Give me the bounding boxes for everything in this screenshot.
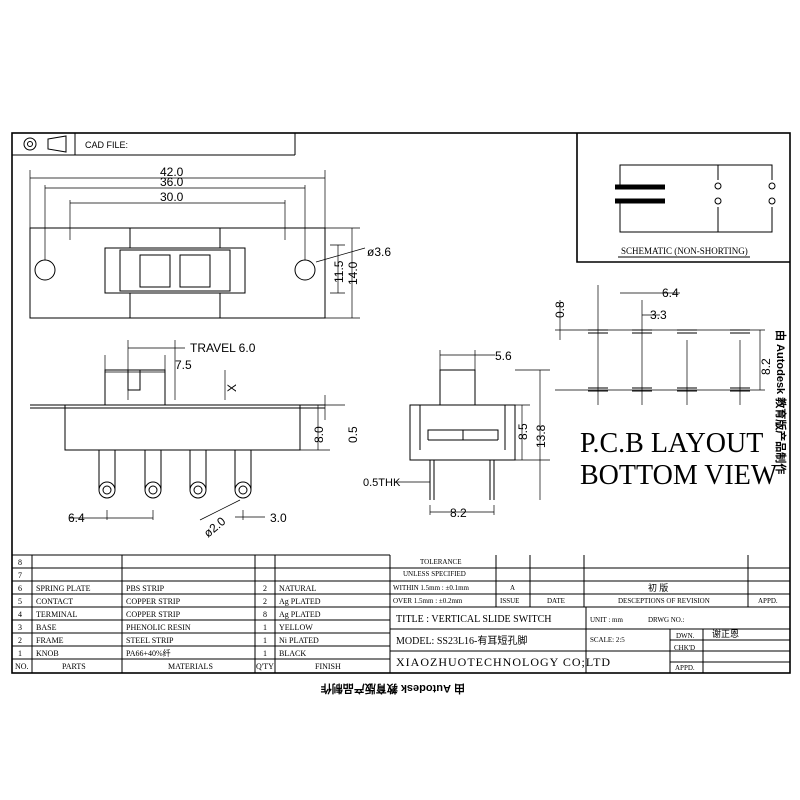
header-no: NO.	[15, 662, 29, 671]
issue-value: A	[510, 584, 515, 592]
part-name: BASE	[36, 623, 57, 632]
bottom-view-title: BOTTOM VIEW	[580, 460, 778, 491]
appd2-label: APPD.	[675, 664, 695, 672]
unit-label: UNIT : mm	[590, 616, 623, 624]
dwn-label: DWN.	[676, 632, 695, 640]
part-finish: YELLOW	[279, 623, 313, 632]
dim-0-5: 0.5	[346, 426, 360, 443]
company-name: XIAOZHUOTECHNOLOGY CO;LTD	[396, 655, 611, 669]
part-finish: Ag PLATED	[279, 597, 321, 606]
header-finish: FINISH	[315, 662, 341, 671]
dim-5-6: 5.6	[495, 349, 512, 363]
dim-13-8: 13.8	[534, 424, 548, 448]
part-qty: 8	[263, 610, 267, 619]
part-no: 5	[18, 597, 22, 606]
part-material: STEEL STRIP	[126, 636, 174, 645]
part-qty: 1	[263, 636, 267, 645]
top-view: 42.0 36.0 30.0 11.5 14.0 ø3.6	[29, 165, 391, 319]
dim-6-4: 6.4	[662, 286, 679, 300]
drawing-frame	[11, 132, 791, 674]
part-qty: 2	[263, 584, 267, 593]
part-qty: 2	[263, 597, 267, 606]
part-material: COPPER STRIP	[126, 597, 181, 606]
header-materials: MATERIALS	[168, 662, 213, 671]
dim-pin-dia: ø2.0	[201, 514, 229, 540]
side-view: TRAVEL 6.0 7.5 X 8.0 0.5 6.4 ø2.0 3.0	[30, 340, 360, 540]
revision-desc-label: DESCEPTIONS OF REVISION	[618, 597, 710, 605]
header-parts: PARTS	[62, 662, 86, 671]
part-finish: Ag PLATED	[279, 610, 321, 619]
tolerance-label: TOLERANCE	[420, 558, 461, 566]
tolerance-within: WITHIN 1.5mm : ±0.1mm	[393, 584, 470, 592]
cad-file-header: CAD FILE:	[12, 133, 296, 156]
appd-label: APPD.	[758, 597, 778, 605]
schematic-box: SCHEMATIC (NON-SHORTING)	[576, 133, 790, 263]
drawing-title: TITLE : VERTICAL SLIDE SWITCH	[396, 614, 552, 625]
dim-8-2: 8.2	[450, 506, 467, 520]
dim-8-2: 8.2	[759, 358, 773, 375]
dim-8: 8.0	[312, 426, 326, 443]
scale-label: SCALE: 2:5	[590, 636, 625, 644]
dim-hole-dia: ø3.6	[367, 245, 391, 259]
part-name: SPRING PLATE	[36, 584, 91, 593]
part-name: FRAME	[36, 636, 64, 645]
part-name: CONTACT	[36, 597, 73, 606]
part-name: KNOB	[36, 649, 59, 658]
part-material: COPPER STRIP	[126, 610, 181, 619]
dim-x: X	[225, 384, 239, 392]
dim-36: 36.0	[160, 175, 184, 189]
part-material: PHENOLIC RESIN	[126, 623, 191, 632]
dim-travel: TRAVEL 6.0	[190, 341, 256, 355]
drawing-number-label: DRWG NO.:	[648, 616, 685, 624]
dim-8-5: 8.5	[516, 423, 530, 440]
part-no: 8	[18, 558, 22, 567]
cad-file-label: CAD FILE:	[85, 140, 128, 150]
part-no: 4	[18, 610, 22, 619]
part-finish: BLACK	[279, 649, 306, 658]
schematic-label: SCHEMATIC (NON-SHORTING)	[621, 246, 748, 256]
dim-11-5: 11.5	[332, 260, 346, 283]
part-material: PBS STRIP	[126, 584, 165, 593]
dim-thk: 0.5THK	[363, 477, 401, 489]
part-name: TERMINAL	[36, 610, 77, 619]
part-qty: 1	[263, 623, 267, 632]
dim-30: 30.0	[160, 190, 184, 204]
pcb-layout-title: P.C.B LAYOUT	[580, 428, 763, 459]
watermark-vertical: 由 Autodesk 教育版产品制作	[774, 330, 788, 474]
dim-3-3: 3.3	[650, 308, 667, 322]
date-label: DATE	[547, 597, 565, 605]
title-block: TOLERANCE UNLESS SPECIFIED WITHIN 1.5mm …	[390, 555, 790, 673]
dim-6-4: 6.4	[68, 511, 85, 525]
watermark-bottom: 由 Autodesk 教育版产品制作	[321, 682, 465, 696]
pcb-layout: 0.8 6.4 3.3 8.2 P.C.B LAYOUT BOTTOM VIEW	[553, 285, 778, 491]
issue-label: ISSUE	[500, 597, 519, 605]
projection-symbol-icon	[23, 135, 67, 153]
part-qty: 1	[263, 649, 267, 658]
part-finish: Ni PLATED	[279, 636, 319, 645]
dwn-value: 谢正恩	[712, 628, 739, 639]
dim-3: 3.0	[270, 511, 287, 525]
tolerance-unless: UNLESS SPECIFIED	[403, 570, 466, 578]
part-no: 1	[18, 649, 22, 658]
chkd-label: CHK'D	[674, 644, 695, 652]
dim-42: 42.0	[160, 165, 184, 179]
dim-0-8: 0.8	[553, 301, 567, 318]
part-material: PA66+40%纤	[126, 648, 171, 658]
part-no: 7	[18, 571, 22, 580]
header-qty: Q'TY	[256, 662, 274, 671]
model-label: MODEL: SS23L16-有耳短孔脚	[396, 634, 527, 647]
dim-14: 14.0	[346, 261, 360, 285]
parts-table: 8 7 6 SPRING PLATE PBS STRIP 2 NATURAL 5 CONTACT…	[12, 554, 391, 673]
tolerance-over: OVER 1.5mm : ±0.2mm	[393, 597, 463, 605]
dim-7-5: 7.5	[175, 358, 192, 372]
end-view: 5.6 8.5 13.8 0.5THK 8.2	[363, 349, 550, 520]
revision-value: 初 版	[648, 582, 668, 593]
part-finish: NATURAL	[279, 584, 316, 593]
part-no: 6	[18, 584, 22, 593]
part-no: 3	[18, 623, 22, 632]
part-no: 2	[18, 636, 22, 645]
